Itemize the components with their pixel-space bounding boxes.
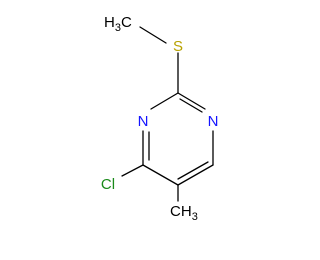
methyl-c-h-count: 3: [192, 211, 198, 223]
molecule-structure: H3C S N N Cl CH3: [101, 14, 219, 223]
methyl-s-label: H3C: [104, 14, 132, 34]
methyl-c-c: C: [170, 203, 181, 220]
bond-c2-n3-double: [179, 98, 203, 113]
chlorine-atom-label: Cl: [101, 176, 115, 193]
svg-text:CH3: CH3: [170, 203, 198, 223]
nitrogen-atom-label-left: N: [138, 113, 149, 130]
bond-c4-c5-double: [177, 161, 209, 180]
methyl-s-h-count: 3: [115, 22, 121, 34]
methyl-s-c: C: [121, 14, 132, 31]
nitrogen-atom-label-right: N: [208, 113, 219, 130]
bond-s-ch3: [139, 26, 167, 44]
svg-text:H3C: H3C: [104, 14, 132, 34]
sulfur-atom-label: S: [173, 38, 183, 55]
bond-c6-cl: [121, 164, 144, 177]
bond-c2-n1: [150, 92, 179, 110]
methyl-c-h: H: [181, 203, 192, 220]
methyl-s-h: H: [104, 14, 115, 31]
structure-canvas: H3C S N N Cl CH3: [100, 14, 219, 223]
bond-c2-n3: [177, 92, 206, 110]
bond-c5-c6: [142, 164, 179, 186]
methyl-c-label: CH3: [170, 203, 198, 223]
bond-c4-c5: [177, 164, 214, 186]
